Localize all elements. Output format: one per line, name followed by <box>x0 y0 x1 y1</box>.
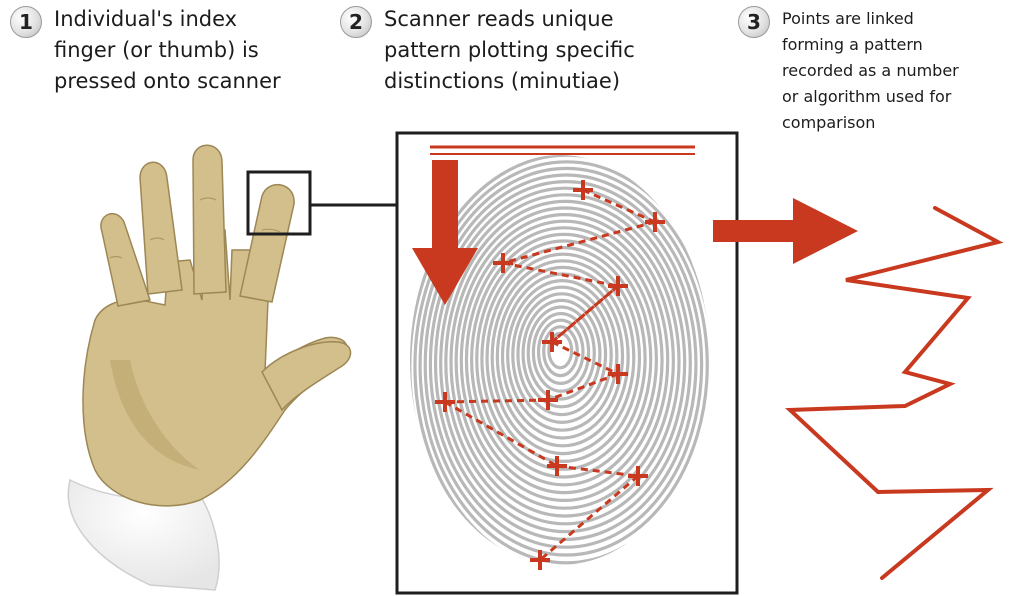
minutiae-link <box>551 340 619 376</box>
minutiae-link <box>556 464 639 478</box>
fingerprint-ridge <box>521 298 602 409</box>
ring-finger <box>139 161 183 295</box>
minutiae-link-lines <box>444 188 656 562</box>
step-2: 2 Scanner reads unique pattern plotting … <box>340 6 635 97</box>
minutia-plus-icon <box>608 364 628 384</box>
fingerprint-ridge <box>444 199 687 526</box>
linked-pattern-zigzag <box>785 206 1004 580</box>
index-finger <box>239 183 295 303</box>
minutiae-link <box>551 284 619 344</box>
minutiae-link <box>547 372 619 402</box>
palm-shading <box>110 360 200 470</box>
fingerprint-ridge <box>516 292 608 417</box>
fingerprint-ridge <box>423 173 709 557</box>
fingerprint-ridge <box>439 193 692 534</box>
pinky-finger <box>100 212 151 307</box>
minutia-plus-icon <box>645 212 665 232</box>
thumb <box>261 341 352 412</box>
minutia-plus-icon <box>547 456 567 476</box>
step-1: 1 Individual's index finger (or thumb) i… <box>10 6 281 97</box>
minutia-plus-icon <box>435 392 455 412</box>
fingerprint-ridge <box>536 318 585 385</box>
fingerprint-ridge <box>418 166 710 565</box>
minutia-plus-icon <box>538 390 558 410</box>
step-3-number-badge: 3 <box>738 6 770 38</box>
fingerprint-ridge <box>413 160 710 565</box>
fingerprint-ridge <box>464 226 664 495</box>
minutiae-link <box>444 400 558 468</box>
output-arrow-icon <box>713 198 858 264</box>
fingertip-highlight-box <box>246 170 312 236</box>
minutia-plus-icon <box>628 466 648 486</box>
minutia-plus-icon <box>542 332 562 352</box>
step-2-number-badge: 2 <box>340 6 372 38</box>
step-3-caption: Points are linked forming a pattern reco… <box>782 9 959 132</box>
fingerprint-ridge <box>542 325 579 378</box>
fingerprint-ridge <box>454 212 675 510</box>
step-1-number-badge: 1 <box>10 6 42 38</box>
fingerprint-ridge <box>506 278 619 432</box>
step-3: 3 Points are linked forming a pattern re… <box>738 6 959 136</box>
scan-direction-arrow-icon <box>412 160 478 305</box>
minutia-plus-icon <box>530 550 550 570</box>
middle-finger <box>192 144 227 295</box>
fingerprint-ridge <box>495 265 630 448</box>
fingerprint-ridge <box>485 252 642 463</box>
minutia-plus-icon <box>573 180 593 200</box>
minutiae-link <box>582 188 656 224</box>
minutiae-link <box>502 220 656 265</box>
finger-crease-lines <box>109 197 281 259</box>
step-2-caption: Scanner reads unique pattern plotting sp… <box>384 7 635 93</box>
fingerprint-ridge <box>511 285 613 424</box>
fingerprint-ridge <box>449 206 681 518</box>
minutiae-link <box>444 398 549 404</box>
fingerprint-ridge <box>480 245 647 471</box>
fingerprint-ridge <box>526 305 596 401</box>
fingerprint-ridge <box>531 312 591 393</box>
step-1-caption: Individual's index finger (or thumb) is … <box>54 7 281 93</box>
fingerprint-ridge <box>475 239 653 479</box>
fingerprint-ridge <box>470 232 659 487</box>
minutiae-link <box>539 474 639 562</box>
minutia-plus-icon <box>493 253 513 273</box>
fingerprint-ridge <box>490 259 636 456</box>
minutia-plus-icon <box>608 276 628 296</box>
minutiae-link <box>502 261 619 288</box>
fingerprint-ridge <box>428 179 704 549</box>
hand-illustration <box>67 144 352 591</box>
minutiae-markers <box>435 180 665 570</box>
fingerprint-ridge <box>459 219 670 502</box>
